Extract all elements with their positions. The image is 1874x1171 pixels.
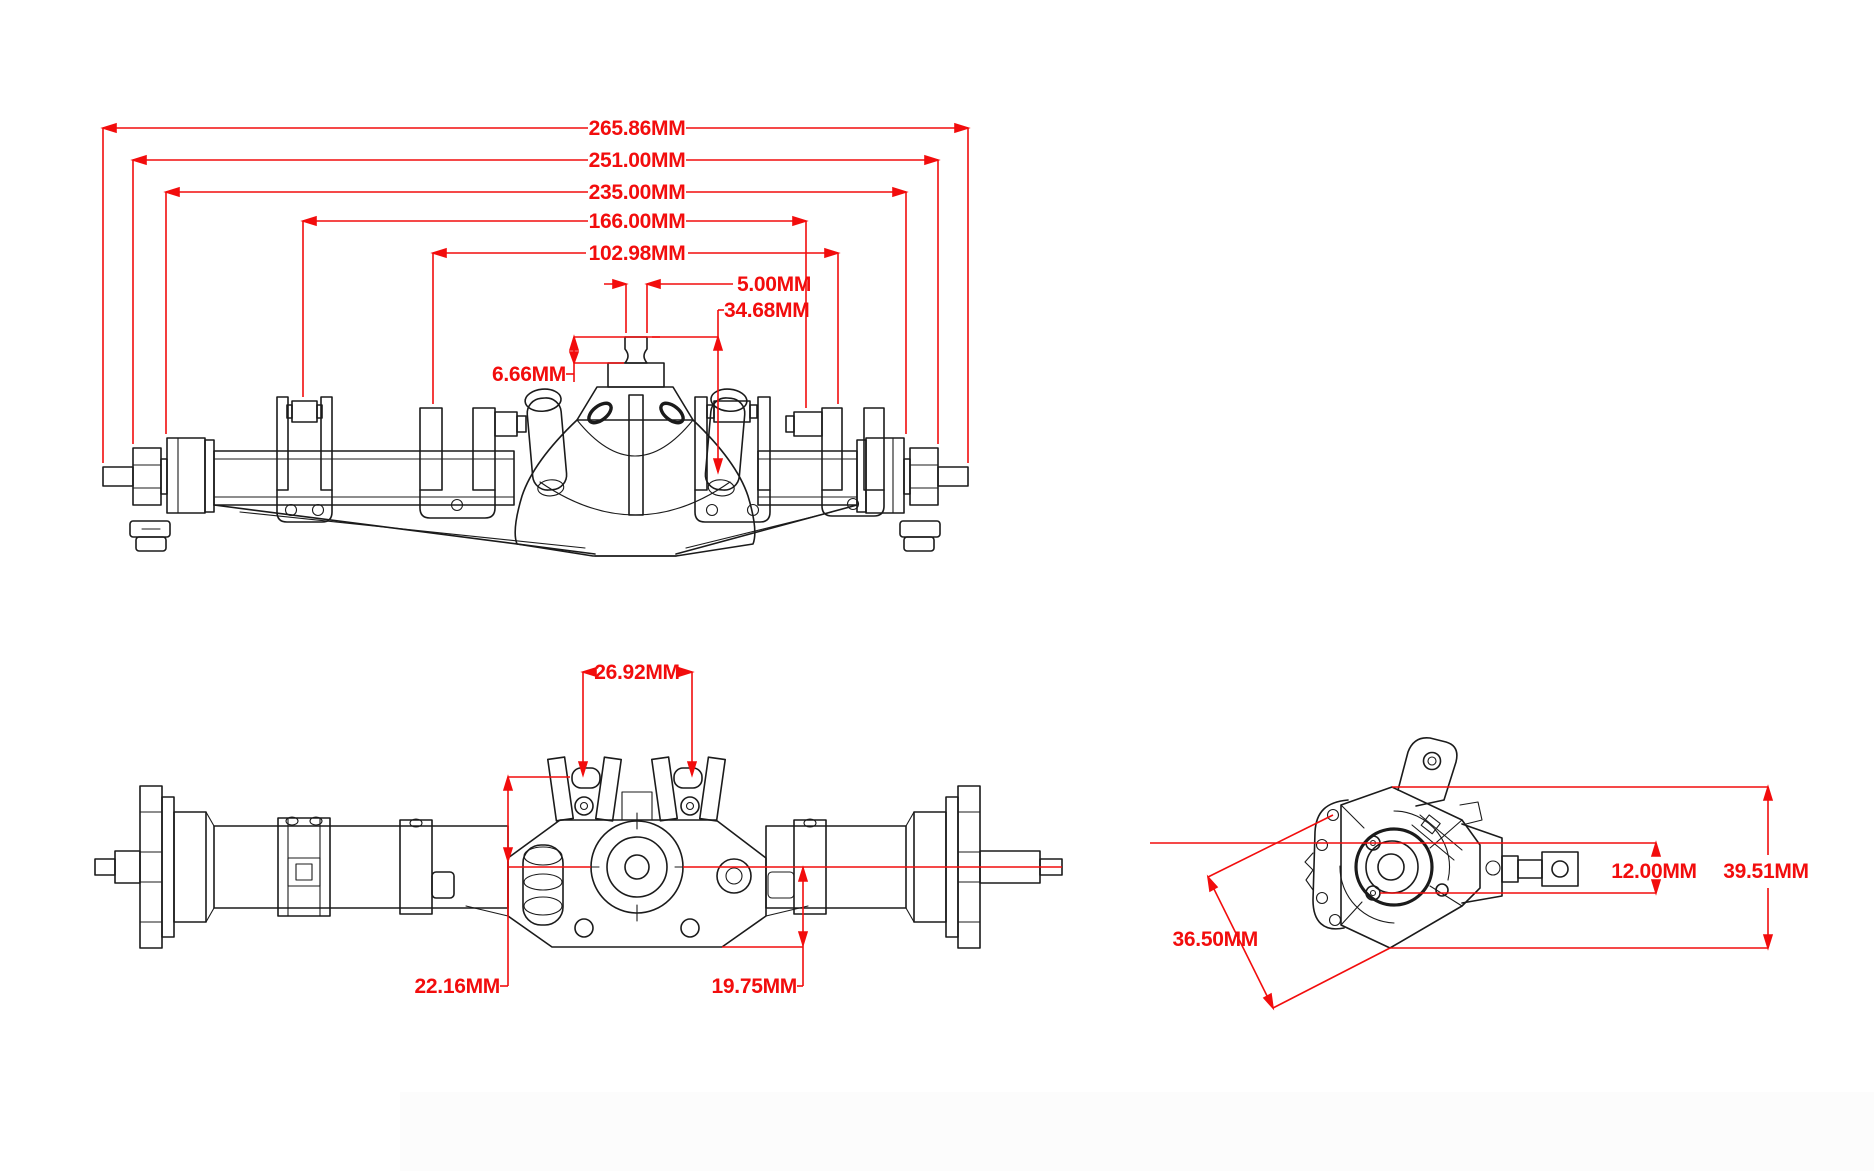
front-right-clevis-mount: [694, 396, 771, 523]
front-left-link-bracket: [419, 407, 527, 519]
side-output-shaft: [1461, 823, 1579, 904]
side-link-arm: [1397, 736, 1501, 876]
front-skid-plate: [213, 504, 858, 557]
front-axle-tubes: [213, 450, 858, 506]
dim-side-39: [1390, 784, 1774, 951]
dim-label-flange-span: 235.00MM: [589, 181, 686, 204]
dim-front-265: [100, 122, 971, 463]
dim-label-housing-face: 36.50MM: [1173, 928, 1258, 951]
side-gasket-flange: [1304, 799, 1349, 930]
dim-front-102: [430, 247, 841, 404]
side-housing-octagon: [1340, 786, 1481, 949]
dim-label-housing-height: 39.51MM: [1723, 860, 1808, 883]
front-diff-housing: [514, 336, 756, 557]
front-left-clevis-mount: [276, 396, 333, 523]
front-view-axle-drawing: [102, 336, 969, 557]
dim-label-hex-span: 251.00MM: [589, 149, 686, 172]
top-view-axle-drawing: [94, 756, 1063, 949]
dim-side-12: [1150, 840, 1662, 896]
dim-label-truss-span: 26.92MM: [594, 661, 679, 684]
dim-top-26: [577, 666, 698, 778]
dim-front-251: [130, 154, 941, 444]
top-left-wheel-hex: [94, 785, 215, 949]
side-bearing-cover: [1339, 810, 1451, 924]
dim-top-22: [500, 774, 570, 987]
dim-label-center-to-skid: 19.75MM: [712, 975, 797, 998]
top-left-tube: [213, 816, 509, 917]
dim-label-overall-width: 265.86MM: [589, 117, 686, 140]
dim-front-166: [300, 215, 809, 408]
dim-label-shaft-step: 6.66MM: [492, 363, 566, 386]
dimension-labels: 265.86MM 251.00MM 235.00MM 166.00MM 102.…: [415, 117, 1809, 998]
footer-shade: [400, 1092, 1874, 1171]
dim-top-19: [722, 865, 809, 987]
dim-label-pinion-offset: 5.00MM: [737, 273, 811, 296]
dim-front-34: [652, 309, 724, 475]
dim-front-235: [163, 186, 909, 434]
front-link-horns: [524, 388, 748, 497]
dim-label-link-span: 166.00MM: [589, 210, 686, 233]
dim-label-cover-bolt-span: 12.00MM: [1611, 860, 1696, 883]
dim-front-6: [566, 334, 660, 382]
dimension-linework: [100, 122, 1774, 1011]
dim-label-input-height: 34.68MM: [724, 299, 809, 322]
top-truss-mounts: [546, 756, 727, 822]
front-right-axle-end: [856, 437, 969, 552]
dim-label-truss-to-center: 22.16MM: [415, 975, 500, 998]
front-left-axle-end: [102, 437, 215, 552]
dim-side-36: [1206, 814, 1391, 1011]
dim-label-upper-link-span: 102.98MM: [589, 242, 686, 265]
side-view-axle-drawing: [1304, 736, 1579, 949]
front-right-link-bracket: [785, 407, 885, 517]
dim-front-5: [604, 278, 733, 333]
